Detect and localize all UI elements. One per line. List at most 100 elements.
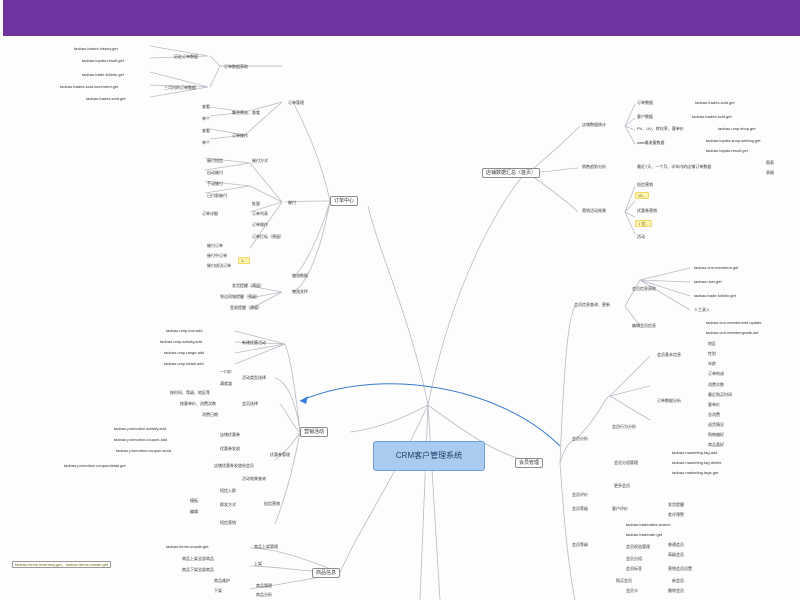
- member-edit-api-1[interactable]: taobao.crm.membergrade.set: [706, 330, 759, 335]
- member-care-2[interactable]: 差评预警: [668, 512, 684, 517]
- order-api-0[interactable]: taobao.trades.history.get: [74, 46, 118, 51]
- member-action-1[interactable]: 更多会员: [614, 483, 630, 488]
- store-effect-2[interactable]: 活动: [637, 234, 645, 239]
- member-care-api-1[interactable]: taobao.traderate.get: [626, 532, 663, 537]
- member-api-3[interactable]: 人工录入: [694, 307, 710, 312]
- order-data-fetch[interactable]: 订单数据获取: [224, 64, 248, 69]
- order-api-2[interactable]: taobao.trade.fullinfo.get: [82, 72, 124, 77]
- store-stat-3[interactable]: web端流量数据: [637, 140, 665, 145]
- product-tag-2[interactable]: 商品管理: [256, 583, 272, 588]
- mkt-coupon-api-1[interactable]: taobao.promotion.coupon.add: [114, 437, 168, 442]
- member-api-1[interactable]: taobao.user.get: [694, 279, 722, 284]
- batch-4[interactable]: 订单打标（预留）: [252, 234, 284, 239]
- batch-3[interactable]: 订单操作: [252, 222, 268, 227]
- logistics-data[interactable]: 物流数据: [292, 273, 308, 278]
- store-group-2[interactable]: 营销活动效果: [582, 208, 606, 213]
- mkt-event-query[interactable]: 活动效果查询: [242, 476, 266, 481]
- mkt-create-api-3[interactable]: taobao.ump.detail.add: [164, 361, 204, 366]
- order-filter-group[interactable]: 集合筛选、查看: [232, 110, 260, 115]
- member-behavior-4[interactable]: 总消费: [708, 412, 720, 417]
- mkt-create-api-1[interactable]: taobao.ump.activity.add: [160, 339, 202, 344]
- mkt-sms-item-0[interactable]: 模板: [190, 498, 198, 503]
- branch-member-mgmt[interactable]: 会员管理: [515, 458, 544, 468]
- member-care-api-0[interactable]: taobao.traderates.search: [626, 522, 671, 527]
- mkt-coupon-send[interactable]: 店铺优惠券发放给会员: [214, 463, 254, 468]
- mkt-type-1[interactable]: 满就减: [220, 381, 232, 386]
- review-0[interactable]: 催付订单: [207, 243, 223, 248]
- member-tag-api-2[interactable]: taobao.marketing.tags.get: [672, 470, 719, 475]
- mkt-coupon-api-2[interactable]: taobao.promotion.coupon.send: [116, 448, 172, 453]
- member-care-1[interactable]: 发货提醒: [668, 502, 684, 507]
- member-behavior-2[interactable]: 最近购买时间: [708, 392, 732, 397]
- mkt-coupon-0[interactable]: 店铺优惠券: [220, 432, 240, 437]
- mkt-member-select-2[interactable]: 按客单价、消费次数: [180, 401, 216, 406]
- logistics-care[interactable]: 物流关怀: [292, 289, 308, 294]
- store-effect-0[interactable]: 短信营销: [637, 182, 653, 187]
- batch-1[interactable]: 订单列表: [252, 211, 268, 216]
- product-tag-1[interactable]: 下架: [214, 588, 222, 593]
- member-action-0[interactable]: 会员行为分析: [612, 424, 636, 429]
- order-api-1[interactable]: taobao.topats.result.get: [82, 58, 124, 63]
- member-api-0[interactable]: taobao.crm.members.get: [694, 265, 739, 270]
- member-basic-3[interactable]: 年龄: [708, 361, 716, 366]
- store-trend-chart[interactable]: 图表: [766, 160, 774, 165]
- mkt-coupon-api-3[interactable]: taobao.promotion.coupondetail.get: [64, 463, 126, 468]
- review-1[interactable]: 催付中订单: [207, 253, 227, 258]
- urge-manual[interactable]: 手动催付: [207, 181, 223, 186]
- member-purchase-1[interactable]: 新会员: [672, 578, 684, 583]
- branch-store-summary[interactable]: 店铺数据汇总（首页）: [482, 168, 541, 178]
- member-grade-2[interactable]: 普通会员: [668, 542, 684, 547]
- urge-auto[interactable]: 自动催付: [207, 170, 223, 175]
- mkt-sms-2[interactable]: 短信营销: [220, 520, 236, 525]
- member-tag-api-0[interactable]: taobao.marketing.tag.add: [672, 450, 718, 455]
- mkt-coupon-1[interactable]: 优惠券发放: [220, 446, 240, 451]
- mkt-sms[interactable]: 短信营销: [264, 501, 280, 506]
- store-trend[interactable]: 最近7天、一个月、半年内的店铺订单数据: [637, 164, 712, 169]
- store-api-4[interactable]: taobao.topats.result.get: [706, 148, 748, 153]
- member-behavior-1[interactable]: 消费次数: [708, 382, 724, 387]
- mkt-sms-1[interactable]: 群发方式: [220, 502, 236, 507]
- mkt-create[interactable]: 新建优惠活动: [242, 340, 266, 345]
- member-purchase-0[interactable]: 购买会员: [616, 578, 632, 583]
- member-action-2[interactable]: 会员评价: [572, 492, 588, 497]
- incremental-orders[interactable]: 三月内的订单数据: [164, 85, 196, 90]
- member-edit-api-0[interactable]: taobao.crm.memberinfo.update: [706, 320, 762, 325]
- product-api-banner[interactable]: taobao.items.inventory.get、taobao.items.…: [12, 561, 112, 568]
- logistics-item-0[interactable]: 发货提醒（预留）: [232, 283, 264, 288]
- member-basic-1[interactable]: 地区: [708, 341, 716, 346]
- order-sticky-note[interactable]: 1...: [238, 257, 250, 264]
- product-tag-0[interactable]: 上架: [254, 561, 262, 566]
- member-tag-mgmt[interactable]: 会员分组管理: [614, 460, 638, 465]
- mkt-activity-type[interactable]: 活动类型选择: [242, 375, 266, 380]
- member-basic-4[interactable]: 订单构成: [708, 371, 724, 376]
- member-action-3[interactable]: 会员等级: [572, 506, 588, 511]
- member-query-group-0[interactable]: 会员信息获取: [632, 286, 656, 291]
- mkt-sms-item-1[interactable]: 编辑: [190, 509, 198, 514]
- order-op-item-1[interactable]: 单个: [202, 140, 210, 145]
- central-topic[interactable]: CRM客户管理系统: [373, 441, 485, 471]
- urge-method[interactable]: 催付方式: [252, 158, 268, 163]
- member-analysis[interactable]: 会员分析: [572, 436, 588, 441]
- member-behavior-5[interactable]: 退货情况: [708, 422, 724, 427]
- store-group-1[interactable]: 销售趋势分析: [582, 164, 606, 169]
- branch-order-center[interactable]: 订单中心: [330, 196, 359, 206]
- product-sub-2[interactable]: 商品维护: [214, 578, 230, 583]
- mkt-member-select-1[interactable]: 按时间、等级、地区等: [170, 390, 210, 395]
- member-behavior-6[interactable]: 购物偏好: [708, 432, 724, 437]
- batch-0[interactable]: 批量: [252, 201, 260, 206]
- mkt-member-select-3[interactable]: 消费日期: [202, 412, 218, 417]
- member-query-group-1[interactable]: 编辑会员信息: [632, 323, 656, 328]
- order-api-4[interactable]: taobao.trades.sold.get: [86, 96, 126, 101]
- logistics-item-2[interactable]: 签收提醒（预留）: [230, 305, 262, 310]
- member-api-2[interactable]: taobao.trade.fullinfo.get: [694, 293, 736, 298]
- order-filter-item-1[interactable]: 单个: [202, 116, 210, 121]
- store-effect-sticky-1[interactable]: 1 会...: [635, 220, 652, 227]
- store-group-0[interactable]: 店铺数据统计: [582, 122, 606, 127]
- store-trend-table[interactable]: 表格: [766, 170, 774, 175]
- urge-sms[interactable]: 催付短信: [207, 158, 223, 163]
- store-api-0[interactable]: taobao.trades.sold.get: [695, 100, 735, 105]
- order-op-item-0[interactable]: 查看: [202, 128, 210, 133]
- member-grade-0[interactable]: 会员等级: [572, 542, 588, 547]
- urge-paid[interactable]: 已付款催付: [207, 193, 227, 198]
- store-api-3[interactable]: taobao.topats.shop.weblog.get: [706, 138, 761, 143]
